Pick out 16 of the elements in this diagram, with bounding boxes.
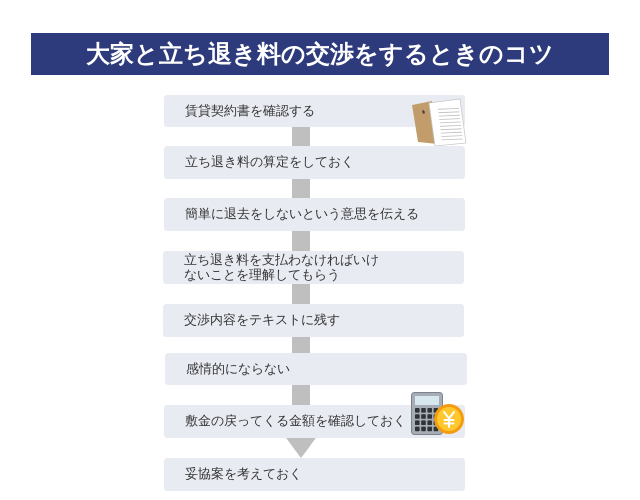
- connector-bar: [292, 179, 310, 198]
- connector-bar: [292, 231, 310, 251]
- connector-bar: [292, 385, 310, 405]
- connector-bar: [292, 337, 310, 353]
- step-box: 感情的にならない: [165, 353, 467, 385]
- step-box: 立ち退き料の算定をしておく: [164, 146, 465, 179]
- step-box: 簡単に退去をしないという意思を伝える: [164, 198, 465, 231]
- step-text: 敷金の戻ってくる金額を確認しておく: [185, 414, 406, 429]
- step-box: 立ち退き料を支払わなければいけないことを理解してもらう: [163, 251, 464, 284]
- connector-bar: [292, 127, 310, 146]
- title-bar: 大家と立ち退き料の交渉をするときのコツ: [31, 33, 609, 75]
- step-text: 賃貸契約書を確認する: [185, 104, 315, 118]
- connector-bar: [292, 284, 310, 304]
- flow-arrow: [286, 438, 316, 458]
- step-box: 妥協案を考えておく: [164, 458, 465, 491]
- step-box: 交渉内容をテキストに残す: [163, 304, 464, 337]
